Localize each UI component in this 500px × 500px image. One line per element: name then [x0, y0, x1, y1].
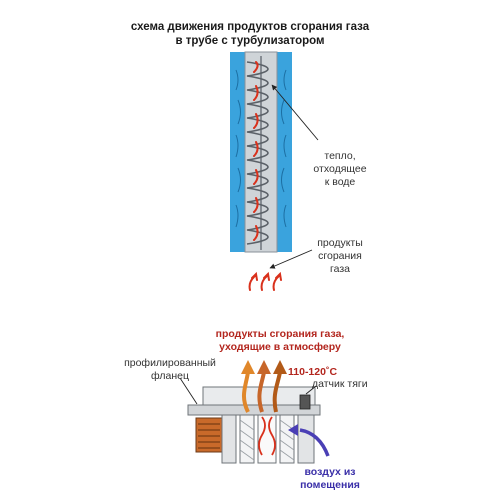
flue-channel — [257, 414, 277, 464]
room-air-inlet-arrow-head — [288, 424, 298, 436]
water-flow-lines-right — [281, 69, 287, 228]
heater-coil — [195, 417, 223, 453]
flue-gas-flow-arrows — [253, 61, 259, 241]
heat-to-water-label: тепло, отходящее к воде — [313, 150, 367, 188]
products-leader-line — [269, 249, 313, 269]
outer-shell-right — [297, 414, 315, 464]
turbulizer-spiral — [246, 61, 269, 245]
draft-sensor-label: датчик тяги — [312, 378, 368, 390]
heat-leader-line — [271, 84, 319, 141]
heat-exchanger-left — [239, 414, 255, 464]
inner-flow-arrows — [258, 416, 276, 456]
exhaust-arrow-left — [241, 371, 250, 413]
boiler-assembly — [179, 360, 330, 464]
room-air-inlet-arrow — [299, 428, 330, 457]
exhaust-arrow-middle — [257, 371, 266, 413]
exchanger-right-hatch — [279, 419, 295, 461]
diagram-title: схема движения продуктов сгорания газа в… — [130, 21, 370, 47]
heat-exchanger-right — [279, 414, 295, 464]
draft-sensor — [299, 394, 311, 410]
exhaust-arrow-left-head — [241, 360, 255, 374]
draft-sensor-leader — [305, 385, 317, 395]
outer-shell-left — [221, 414, 237, 464]
profiled-flange-label: профилированный фланец — [124, 357, 216, 382]
exchanger-left-hatch — [239, 419, 255, 461]
room-air-label: воздух из помещения — [300, 466, 360, 491]
water-flow-lines-left — [235, 69, 241, 228]
tube-with-turbulizer — [230, 51, 319, 291]
combustion-products-label: продукты сгорания газа — [317, 237, 363, 275]
coil-turns — [198, 423, 220, 449]
exhaust-arrow-right — [272, 371, 282, 413]
exhaust-to-atmosphere-label: продукты сгорания газа, уходящие в атмос… — [215, 328, 345, 353]
flange-leader — [179, 377, 198, 405]
exhaust-arrow-right-head — [273, 360, 287, 374]
temperature-label: 110-120˚С — [288, 366, 338, 378]
exhaust-arrow-middle-head — [257, 360, 271, 374]
inlet-flame-arrows — [248, 271, 282, 291]
